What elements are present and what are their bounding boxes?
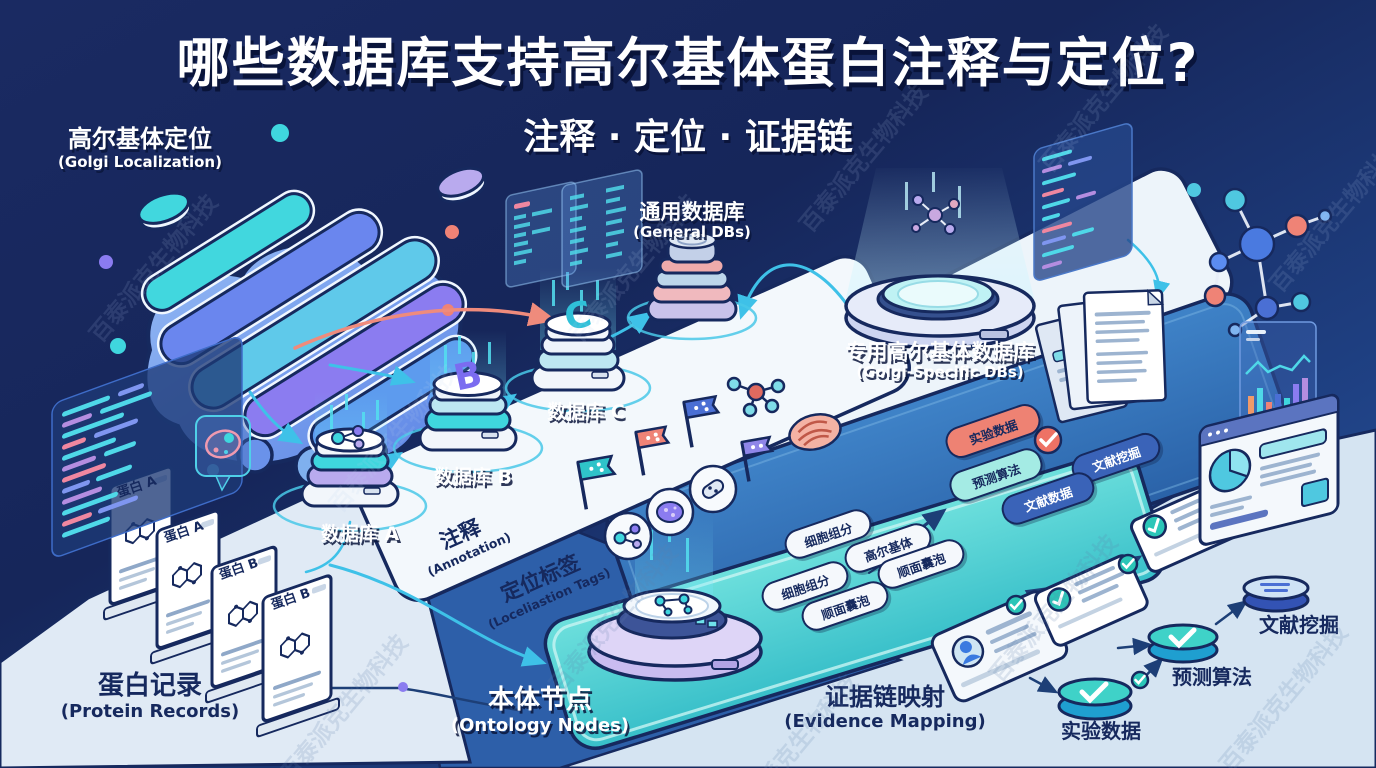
general-dbs-zh: 通用数据库 — [639, 200, 745, 224]
bacteria-circle-icon — [688, 464, 738, 514]
golgi-label-zh: 高尔基体定位 — [68, 125, 212, 153]
flag-icon-salmon — [634, 425, 671, 476]
literature-mining-label: 文献挖掘 — [1259, 613, 1339, 637]
subtitle: 注释 · 定位 · 证据链 — [523, 117, 853, 158]
check-icon-small-3 — [1130, 670, 1150, 690]
protein-card-2 — [150, 509, 228, 665]
evidence-zh: 证据链映射 — [825, 683, 945, 711]
check-icon-red — [1033, 425, 1063, 455]
database-a-label: 数据库 A — [320, 523, 400, 545]
cell-circle-icon — [645, 487, 695, 537]
database-b-cylinder — [392, 371, 544, 474]
data-table-panel-1 — [505, 181, 577, 288]
ontology-en: (Ontology Nodes) — [450, 714, 630, 736]
code-panel-top-right — [1033, 123, 1133, 281]
cell-speech-bubble — [195, 415, 251, 492]
evidence-mapping-label: 证据链映射 (Evidence Mapping) — [775, 683, 995, 732]
flag-icon-teal — [576, 454, 617, 510]
main-title: 哪些数据库支持高尔基体蛋白注释与定位? — [176, 33, 1200, 94]
ontology-nodes-label: 本体节点 (Ontology Nodes) — [430, 685, 650, 737]
specific-dbs-label: 专用高尔基体数据库 (Golgi-Specific DBs) — [795, 340, 1085, 381]
code-panel-left — [51, 337, 243, 557]
prediction-algorithm-disc — [1147, 623, 1219, 664]
golgi-localization-label: 高尔基体定位 (Golgi Localization) — [30, 125, 250, 171]
database-a-cylinder — [272, 425, 428, 533]
evidence-doc-card-1 — [1033, 554, 1149, 647]
database-c-label: 数据库 C — [547, 401, 625, 423]
documents-stack — [1034, 288, 1167, 424]
molecule-circle-icon — [603, 511, 653, 561]
experimental-data-disc — [1057, 677, 1133, 721]
protein-card-4 — [256, 574, 340, 738]
molecule-tag-icon — [726, 376, 786, 418]
specific-dbs-en: (Golgi-Specific DBs) — [856, 363, 1024, 382]
molecule-network — [1203, 187, 1333, 338]
flag-icon-purple — [740, 435, 775, 482]
protein-records-zh: 蛋白记录 — [97, 671, 202, 701]
golgi-mini-icon — [788, 413, 842, 451]
database-c-cylinder — [504, 311, 652, 413]
general-db-cylinder — [626, 230, 758, 341]
evidence-en: (Evidence Mapping) — [784, 710, 986, 732]
golgi-label-en: (Golgi Localization) — [58, 152, 222, 171]
floating-dot — [1187, 183, 1201, 197]
flag-icon-blue — [682, 394, 721, 448]
protein-records-label: 蛋白记录 (Protein Records) — [40, 671, 260, 723]
general-dbs-en: (General DBs) — [633, 223, 751, 242]
browser-dashboard-card — [1198, 393, 1340, 546]
specific-dbs-zh: 专用高尔基体数据库 — [845, 340, 1035, 364]
data-table-panel-2 — [561, 169, 643, 288]
prediction-algorithm-label: 预测算法 — [1172, 665, 1252, 689]
ontology-node-disc — [587, 588, 763, 682]
general-dbs-label: 通用数据库 (General DBs) — [582, 200, 802, 241]
protein-records-en: (Protein Records) — [60, 700, 240, 722]
chart-panel — [1239, 321, 1317, 423]
database-b-label: 数据库 B — [433, 466, 513, 488]
golgi-specific-db-button — [844, 194, 1036, 350]
specific-db-beam — [846, 168, 1034, 298]
check-icon-small-2 — [1117, 553, 1139, 575]
experimental-data-label: 实验数据 — [1061, 719, 1141, 743]
ontology-zh: 本体节点 — [487, 685, 592, 715]
check-icon-small-1 — [1005, 594, 1027, 616]
literature-mining-disc — [1242, 575, 1310, 613]
